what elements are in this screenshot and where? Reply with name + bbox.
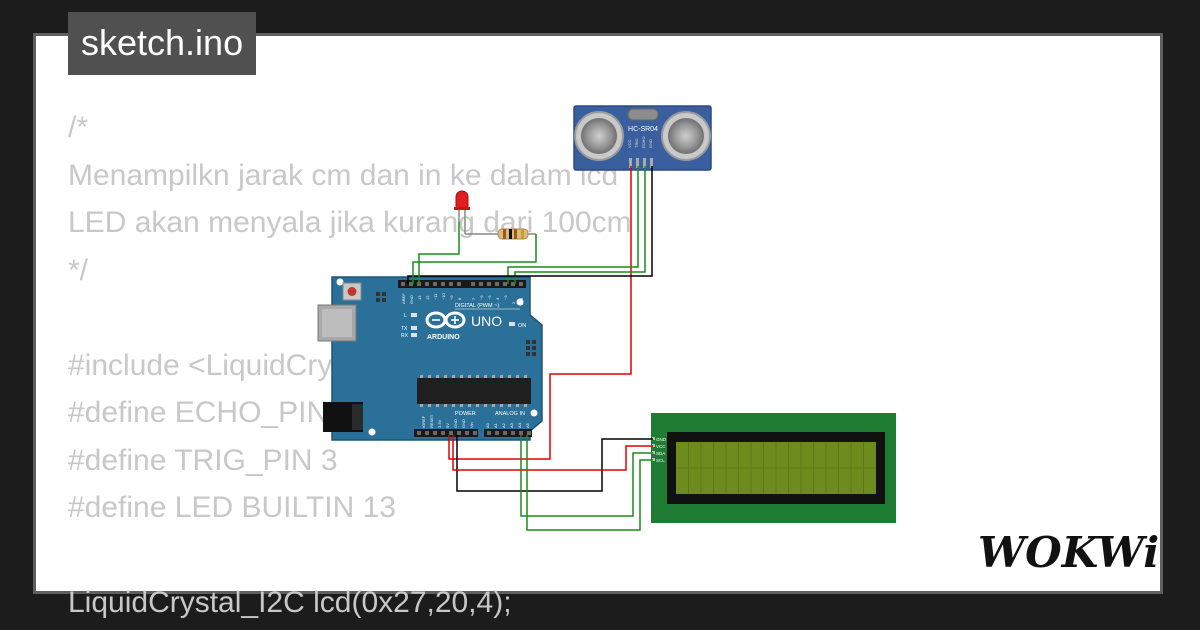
pin-label: A3 <box>509 422 514 428</box>
led-label: RX <box>401 333 409 339</box>
pin-label: A0 <box>485 422 490 428</box>
power-header: POWER <box>455 411 476 417</box>
on-label: ON <box>518 323 526 329</box>
pin-label: 12 <box>425 295 430 300</box>
pin-label: GND <box>453 419 458 428</box>
pin-label: Vin <box>469 422 474 428</box>
pin-label: 4 <box>495 297 500 300</box>
pin-label: RESET <box>429 414 434 428</box>
code-line: */ <box>68 253 89 287</box>
sketch-title[interactable]: sketch.ino <box>68 12 257 75</box>
pin-label: GND <box>461 419 466 428</box>
lcd-pin-label: SDA <box>656 451 665 456</box>
lcd-pin-label: GND <box>656 437 667 442</box>
pin-label: A2 <box>501 422 506 428</box>
pin-label: A5 <box>525 422 530 428</box>
red-led[interactable] <box>454 190 470 234</box>
pin-label: AREF <box>401 293 406 304</box>
pin-label: ~10 <box>441 292 446 300</box>
pin-label: 2 <box>511 301 516 304</box>
arduino-infinity-logo <box>425 311 466 329</box>
sensor-pin-label: ECHO <box>641 136 646 148</box>
pin-label: TX 1 <box>519 297 524 306</box>
digital-header: DIGITAL (PWM ~) <box>455 303 499 309</box>
analog-header: ANALOG IN <box>495 411 525 417</box>
lcd-display[interactable]: GND VCC SDA SCL <box>651 413 896 523</box>
wires <box>407 166 653 531</box>
sensor-pin-label: VCC <box>627 139 632 148</box>
pin-label: 7 <box>471 297 476 300</box>
lcd-pin-label: SCL <box>656 458 665 463</box>
pin-label: A1 <box>493 422 498 428</box>
sensor-pin-label: GND <box>648 139 653 148</box>
pin-label: ~6 <box>479 295 484 300</box>
code-line: LiquidCrystal_I2C lcd(0x27,20,4); <box>68 586 512 619</box>
led-label: L <box>404 313 407 319</box>
code-line: #define TRIG_PIN 3 <box>68 443 338 477</box>
code-preview: /* Menampilkn jarak cm dan in ke dalam lc… <box>68 104 632 627</box>
code-line: #define LED BUILTIN 13 <box>68 491 396 524</box>
arduino-brand-text: ARDUINO <box>427 334 460 341</box>
sensor-label: HC-SR04 <box>628 126 658 133</box>
code-line: /* <box>68 111 89 144</box>
pin-label: ~11 <box>433 293 438 300</box>
arduino-uno-board[interactable]: AREF GND 13 12 ~11 ~10 ~9 8 7 ~6 ~5 4 ~3… <box>317 276 543 441</box>
pin-label: 5V <box>445 423 450 428</box>
pin-label: IOREF <box>421 415 426 428</box>
pin-label: 3.3V <box>437 419 442 428</box>
pin-label: 13 <box>417 295 422 300</box>
code-line: #define ECHO_PIN 2 <box>68 396 354 429</box>
pin-label: GND <box>409 295 414 304</box>
code-line: Menampilkn jarak cm dan in ke dalam lcd <box>68 158 619 192</box>
sensor-pin-label: TRIG <box>634 138 639 148</box>
pin-label: ~5 <box>487 295 492 300</box>
uno-logo-text: UNO <box>471 313 502 329</box>
wokwi-logo-text: WOKWi <box>978 528 1159 577</box>
pin-label: 8 <box>457 297 462 300</box>
wokwi-logo[interactable]: WOKWi <box>978 524 1159 577</box>
pin-label: A4 <box>517 422 522 428</box>
code-line: LED akan menyala jika kurang dari 100cm <box>68 206 632 239</box>
ultrasonic-sensor[interactable]: HC-SR04 VCC TRIG ECHO GND <box>573 105 712 171</box>
lcd-pin-label: VCC <box>656 444 666 449</box>
resistor[interactable] <box>465 228 536 240</box>
pin-label: ~3 <box>503 295 508 300</box>
led-label: TX <box>401 326 408 332</box>
pin-label: ~9 <box>449 295 454 300</box>
